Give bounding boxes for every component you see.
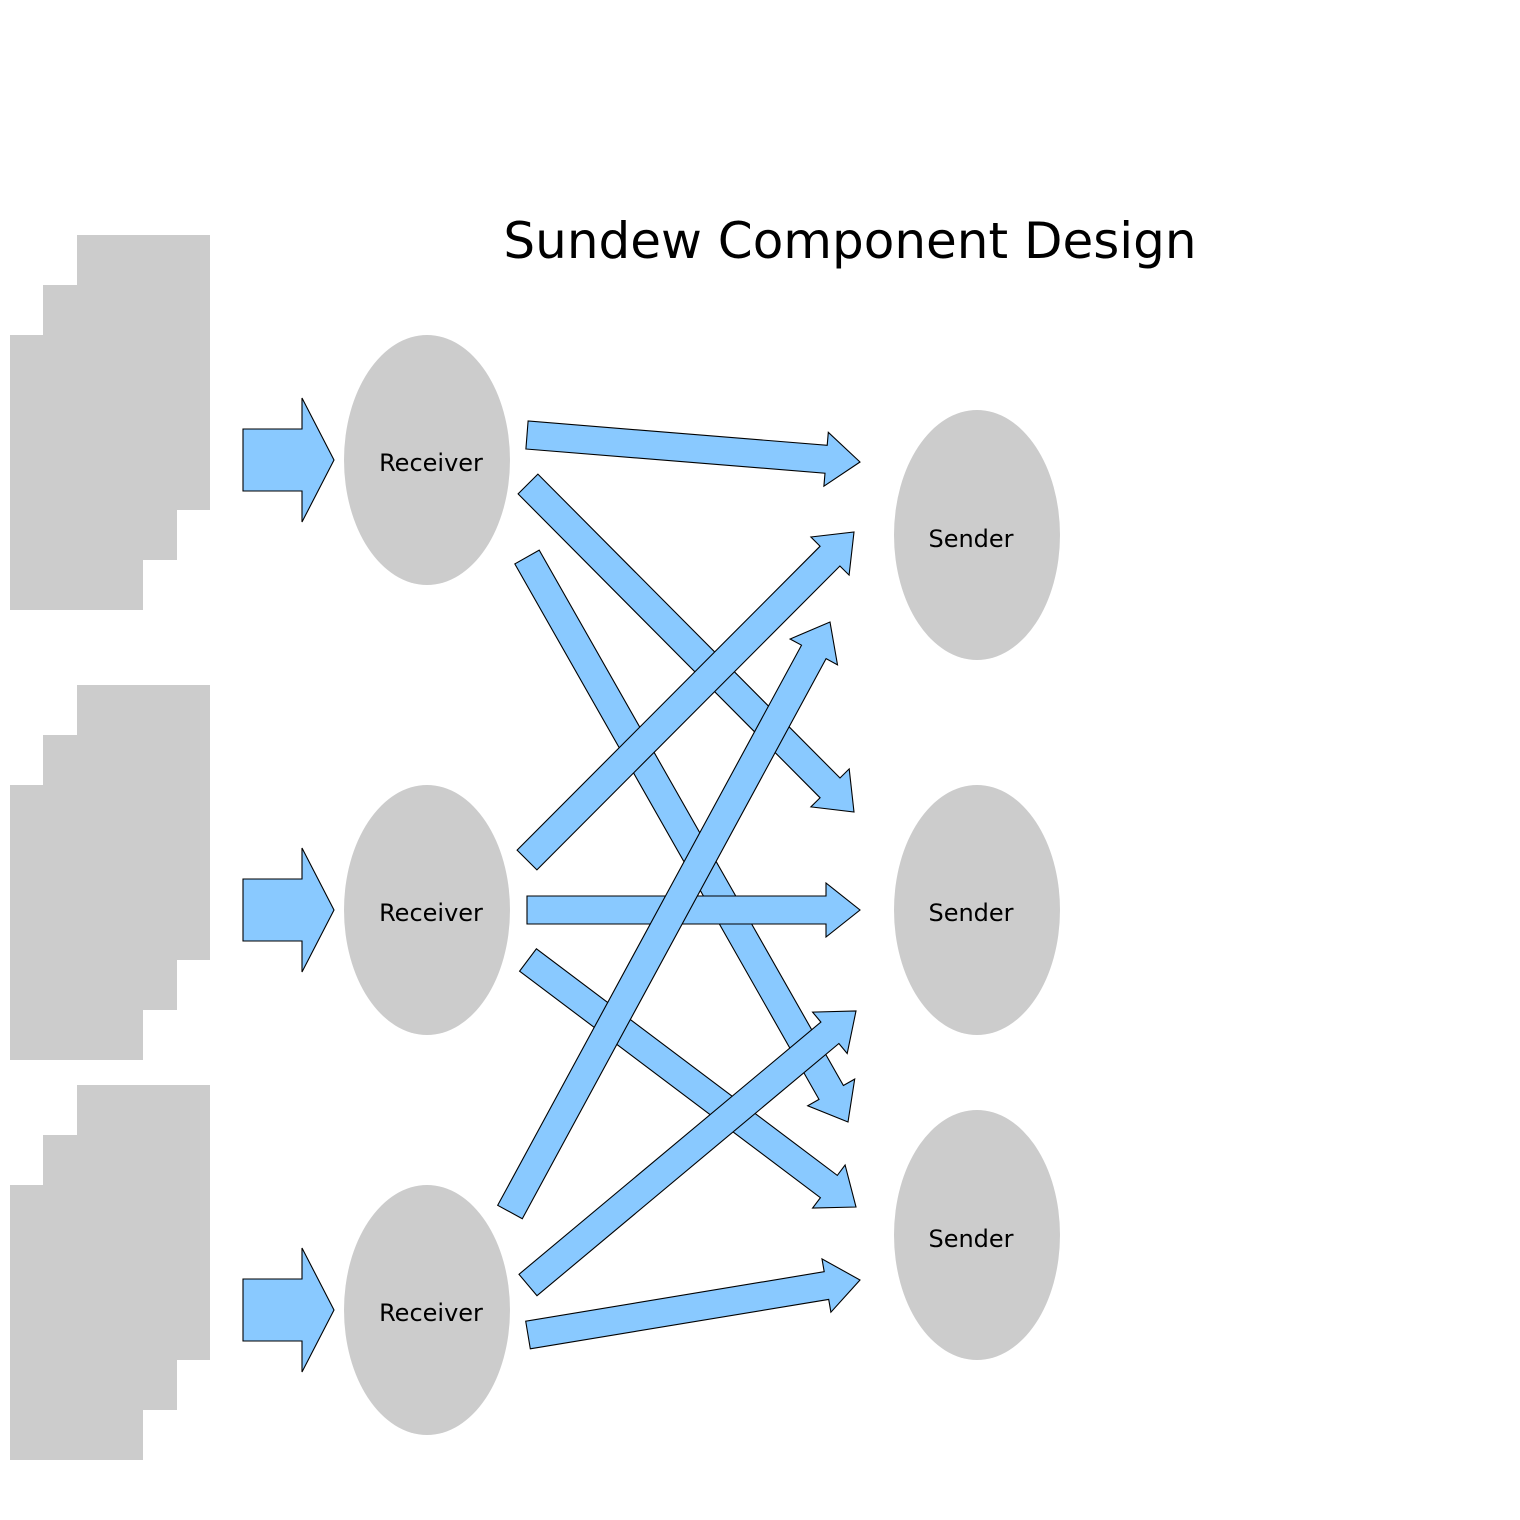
sender-2: Sender [894,785,1060,1035]
sender-label: Sender [928,525,1013,553]
document-sheet [10,1185,143,1460]
connection-arrow-receiver-1-to-sender-1 [525,420,861,488]
document-sheet [10,785,143,1060]
input-arrow-1 [242,397,335,523]
sender-shape [894,410,1060,660]
sender-shape [894,1110,1060,1360]
document-stack-2 [10,685,210,1060]
receiver-1: Receiver [344,335,510,585]
receiver-shape [344,785,510,1035]
sender-3: Sender [894,1110,1060,1360]
connection-arrow-receiver-3-to-sender-1 [496,621,839,1220]
receiver-label: Receiver [379,899,483,927]
connection-arrow-receiver-3-to-sender-2 [518,1010,857,1297]
connection-arrows [496,420,861,1350]
receiver-label: Receiver [379,449,483,477]
receiver-label: Receiver [379,1299,483,1327]
receiver-2: Receiver [344,785,510,1035]
connection-arrow-receiver-2-to-sender-2 [526,881,861,939]
document-sheet [10,335,143,610]
sender-label: Sender [928,1225,1013,1253]
input-arrow-3 [242,1247,335,1373]
input-arrow-2 [242,847,335,973]
sender-1: Sender [894,410,1060,660]
receiver-3: Receiver [344,1185,510,1435]
sender-label: Sender [928,899,1013,927]
document-stack-3 [10,1085,210,1460]
diagram-title: Sundew Component Design [503,212,1197,270]
receiver-shape [344,1185,510,1435]
connection-arrow-receiver-1-to-sender-3 [514,549,856,1123]
connection-arrow-receiver-3-to-sender-3 [525,1257,861,1350]
document-stack-1 [10,235,210,610]
sender-shape [894,785,1060,1035]
connection-arrow-receiver-2-to-sender-1 [516,531,855,871]
receiver-shape [344,335,510,585]
